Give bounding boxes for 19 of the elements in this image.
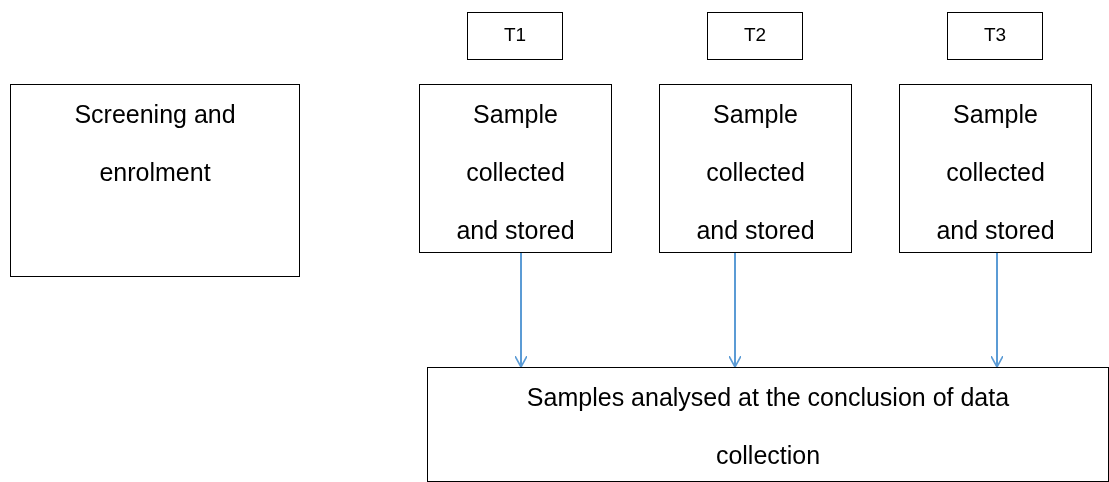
box-text: T2 (742, 23, 768, 47)
arrow (728, 252, 742, 368)
box-text: Samples analysed at the conclusion of data collection (525, 382, 1011, 471)
process-box (659, 84, 852, 253)
process-box (427, 367, 1109, 482)
label-box (467, 12, 563, 60)
arrow (990, 252, 1004, 368)
box-text: Sample collected and stored (935, 99, 1056, 246)
box-text: T1 (502, 23, 528, 47)
process-box (899, 84, 1092, 253)
arrow (514, 252, 528, 368)
box-text: T3 (982, 23, 1008, 47)
box-text: Sample collected and stored (695, 99, 816, 246)
label-box (707, 12, 803, 60)
process-box (10, 84, 300, 277)
box-text: Sample collected and stored (455, 99, 576, 246)
process-box (419, 84, 612, 253)
box-text: Screening and enrolment (73, 99, 237, 188)
label-box (947, 12, 1043, 60)
